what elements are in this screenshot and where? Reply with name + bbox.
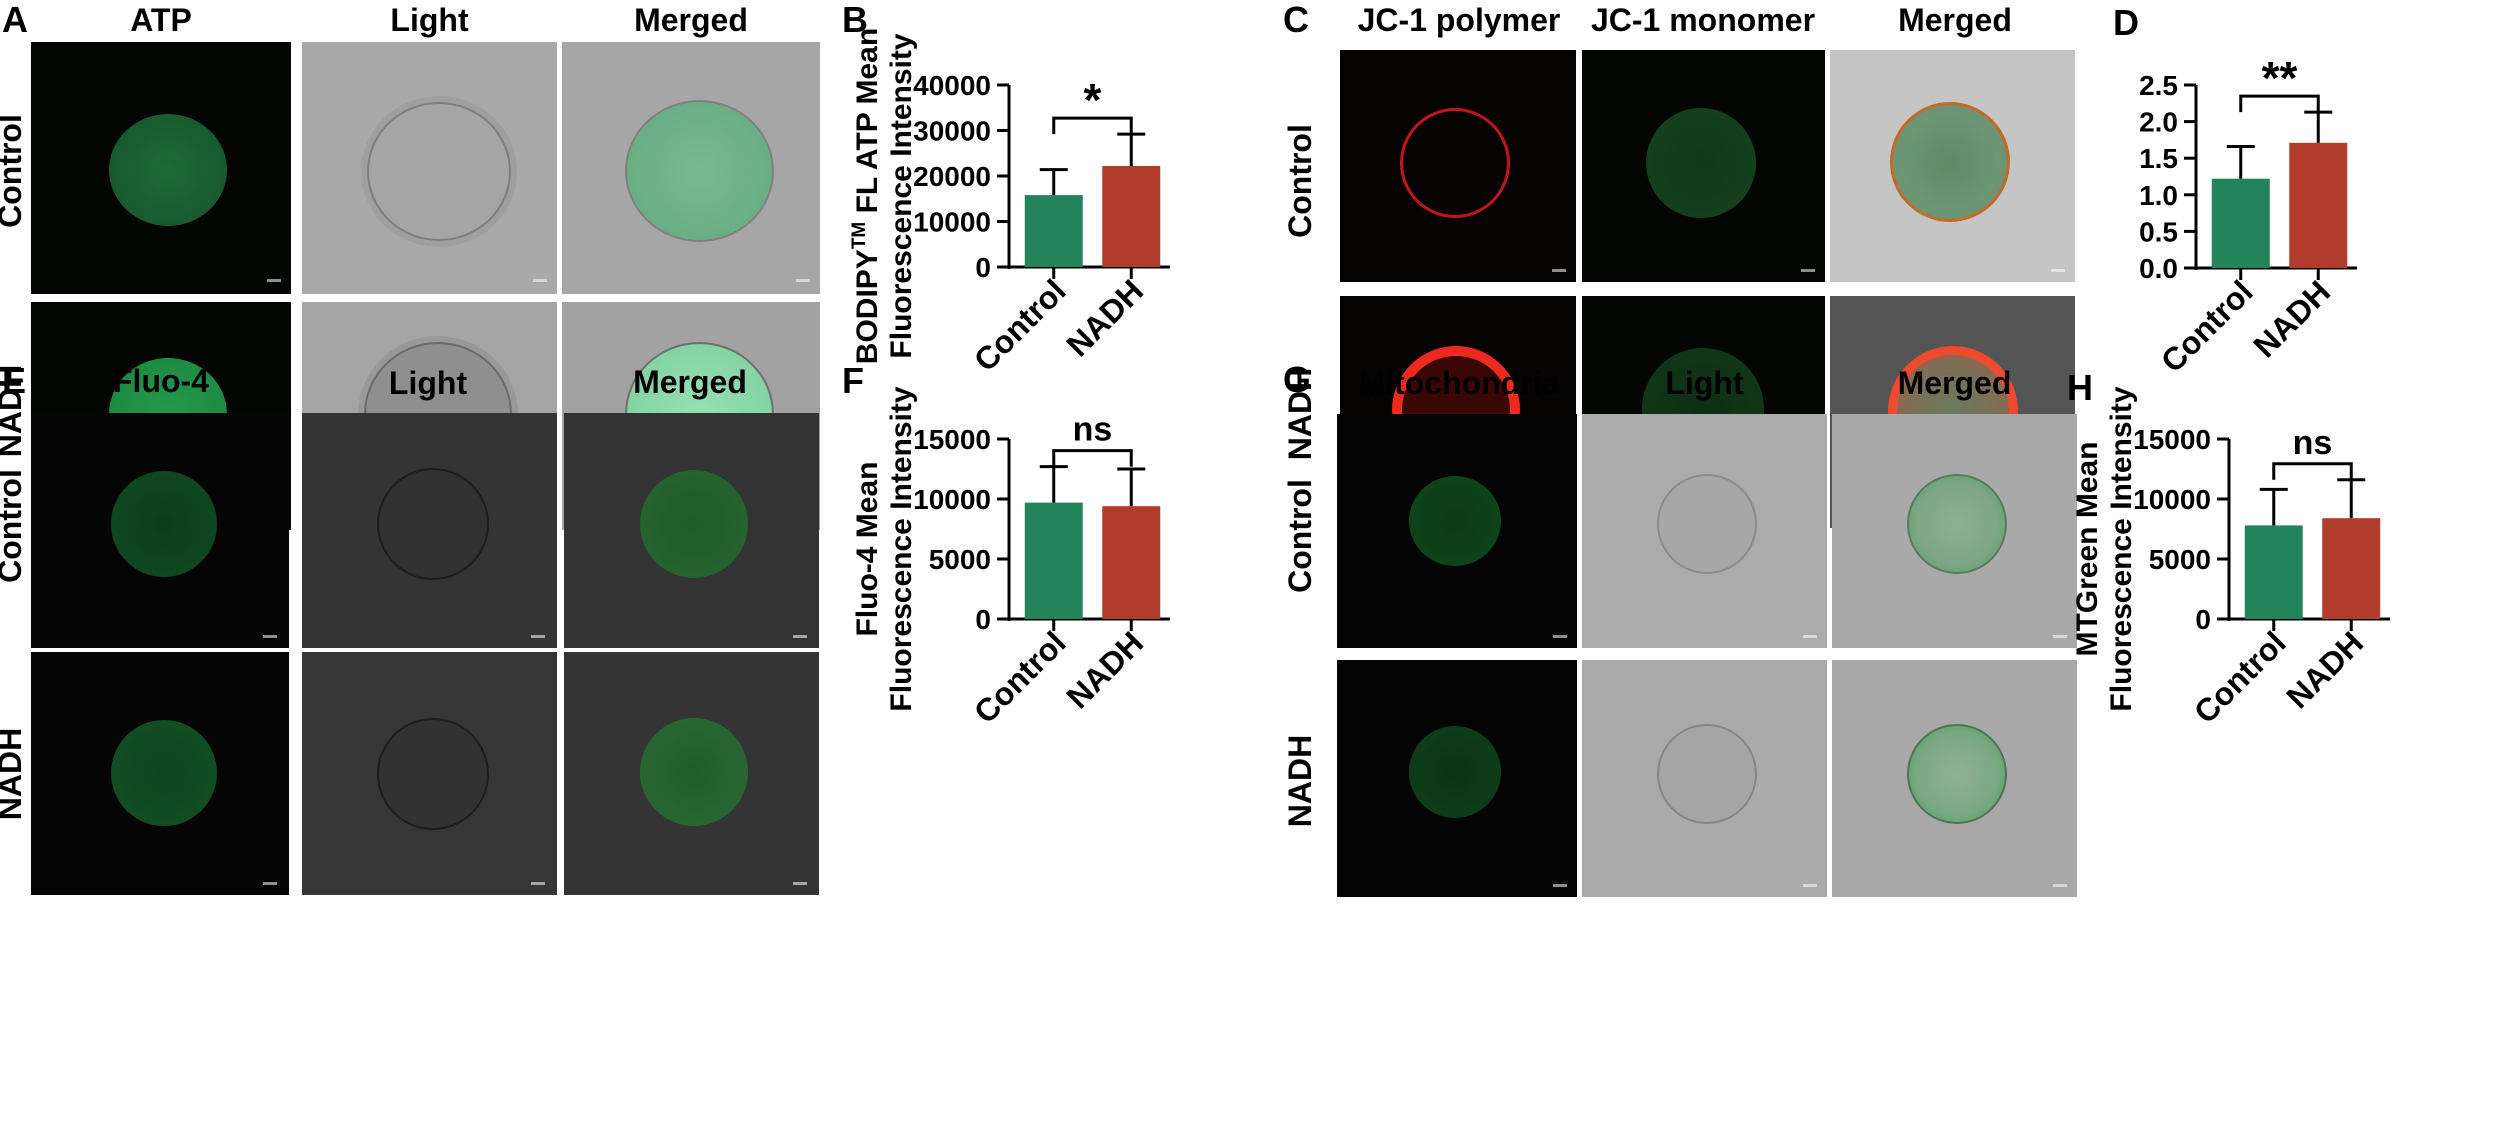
micrograph-jc1-monomer-control <box>1582 50 1825 282</box>
significance-bracket <box>2239 94 2320 113</box>
col-title-fluo4: Fluo-4 <box>113 363 209 399</box>
y-axis-label-line1: BODIPYTM FL ATP Mean <box>849 28 884 364</box>
x-category-label: NADH <box>1059 272 1150 363</box>
y-tick-label: 0.0 <box>2139 253 2178 284</box>
micrograph-merged-control-g <box>1832 414 2077 648</box>
bar-control <box>1024 502 1083 619</box>
bar-nadh <box>2289 142 2348 268</box>
y-tick-label: 0.5 <box>2139 216 2178 247</box>
row-label-nadh-e: NADH <box>0 727 28 821</box>
panel-letter-e: E <box>2 360 27 401</box>
y-tick-label: 1.0 <box>2139 180 2178 211</box>
micrograph-jc1-polymer-control <box>1340 50 1576 282</box>
y-axis-label-line2: Fluorescence Intensity <box>2105 386 2138 711</box>
panel-letter-b: B <box>842 0 868 40</box>
x-category-label: NADH <box>2246 273 2337 364</box>
col-title-merged: Merged <box>634 2 748 38</box>
y-axis-label-line1: Fluo-4 Mean <box>851 461 884 636</box>
y-tick-label: 2.0 <box>2139 107 2178 138</box>
micrograph-merged-control <box>562 42 820 294</box>
y-tick-label: 5000 <box>2149 544 2211 575</box>
bar-control <box>2211 178 2270 268</box>
micrograph-light-control-g <box>1582 414 1827 648</box>
y-tick-label: 0 <box>2195 604 2211 635</box>
row-label-nadh-g: NADH <box>1282 734 1318 828</box>
y-tick-label: 40000 <box>913 70 991 101</box>
micrograph-light-control <box>302 42 557 294</box>
col-title-merged-g: Merged <box>1897 365 2012 401</box>
chart-b: 010000200003000040000ControlNADH*BODIPYT… <box>849 28 1170 378</box>
significance-label: ns <box>1073 411 1113 449</box>
bar-nadh <box>2322 518 2381 619</box>
micrograph-light-nadh-e <box>302 652 557 895</box>
micrograph-merged-control-e <box>564 413 819 648</box>
bar-control <box>2244 525 2303 619</box>
x-category-label: Control <box>2187 624 2293 730</box>
micrograph-mitochondria-nadh <box>1337 660 1577 897</box>
significance-label: ns <box>2293 424 2333 462</box>
micrograph-mitochondria-control <box>1337 414 1577 648</box>
panel-letter-g: G <box>1283 359 1312 400</box>
micrograph-merged-nadh-e <box>564 652 819 895</box>
micrograph-atp-control <box>31 42 291 294</box>
y-tick-label: 10000 <box>913 207 991 238</box>
y-tick-label: 0 <box>975 252 991 283</box>
micrograph-merged-control-c <box>1830 50 2075 282</box>
panel-letter-a: A <box>2 0 28 40</box>
row-label-control-c: Control <box>1282 124 1318 238</box>
col-title-atp: ATP <box>130 2 192 38</box>
bar-nadh <box>1102 506 1161 619</box>
row-label-control-e: Control <box>0 469 28 583</box>
y-tick-label: 0 <box>975 604 991 635</box>
col-title-light-e: Light <box>388 365 468 401</box>
col-title-light: Light <box>390 2 469 38</box>
significance-bracket <box>1052 116 1133 135</box>
panel-letter-f: F <box>842 360 864 401</box>
y-tick-label: 20000 <box>913 161 991 192</box>
y-tick-label: 10000 <box>913 484 991 515</box>
col-title-light-g: Light <box>1665 365 1744 401</box>
col-title-merged-e: Merged <box>633 364 747 400</box>
micrograph-light-control-e <box>302 413 557 648</box>
panel-letter-c: C <box>1283 0 1309 40</box>
col-title-mitochondria: Mitochondria <box>1358 365 1560 401</box>
row-label-control-g: Control <box>1282 479 1318 593</box>
x-category-label: Control <box>967 624 1073 730</box>
micrograph-light-nadh-g <box>1582 660 1827 897</box>
x-category-label: NADH <box>1059 624 1150 715</box>
y-axis-label-line2: Fluorescence Intensity <box>885 386 918 711</box>
col-title-jc1-polymer: JC-1 polymer <box>1357 2 1561 38</box>
col-title-jc1-monomer: JC-1 monomer <box>1590 2 1816 38</box>
significance-label: * <box>1084 74 1102 126</box>
bar-control <box>1024 195 1083 267</box>
y-tick-label: 10000 <box>2133 484 2211 515</box>
y-tick-label: 15000 <box>2133 424 2211 455</box>
row-label-control: Control <box>0 114 28 228</box>
y-tick-label: 30000 <box>913 116 991 147</box>
y-tick-label: 2.5 <box>2139 70 2178 101</box>
micrograph-merged-nadh-g <box>1832 660 2077 897</box>
y-tick-label: 5000 <box>929 544 991 575</box>
panel-letter-d: D <box>2113 2 2139 43</box>
significance-bracket <box>2272 462 2353 480</box>
panel-letter-h: H <box>2067 367 2093 408</box>
y-axis-label-line2: Fluorescence Intensity <box>885 33 918 358</box>
col-title-merged-c: Merged <box>1898 2 2012 38</box>
y-tick-label: 15000 <box>913 424 991 455</box>
significance-label: ** <box>2262 52 2298 104</box>
x-category-label: NADH <box>2279 624 2370 715</box>
micrograph-fluo4-nadh <box>31 652 289 895</box>
y-axis-label-line1: MTGreen Mean <box>2071 441 2104 656</box>
micrograph-fluo4-control <box>31 413 289 648</box>
significance-bracket <box>1052 449 1133 467</box>
y-tick-label: 1.5 <box>2139 143 2178 174</box>
bar-nadh <box>1102 165 1161 267</box>
